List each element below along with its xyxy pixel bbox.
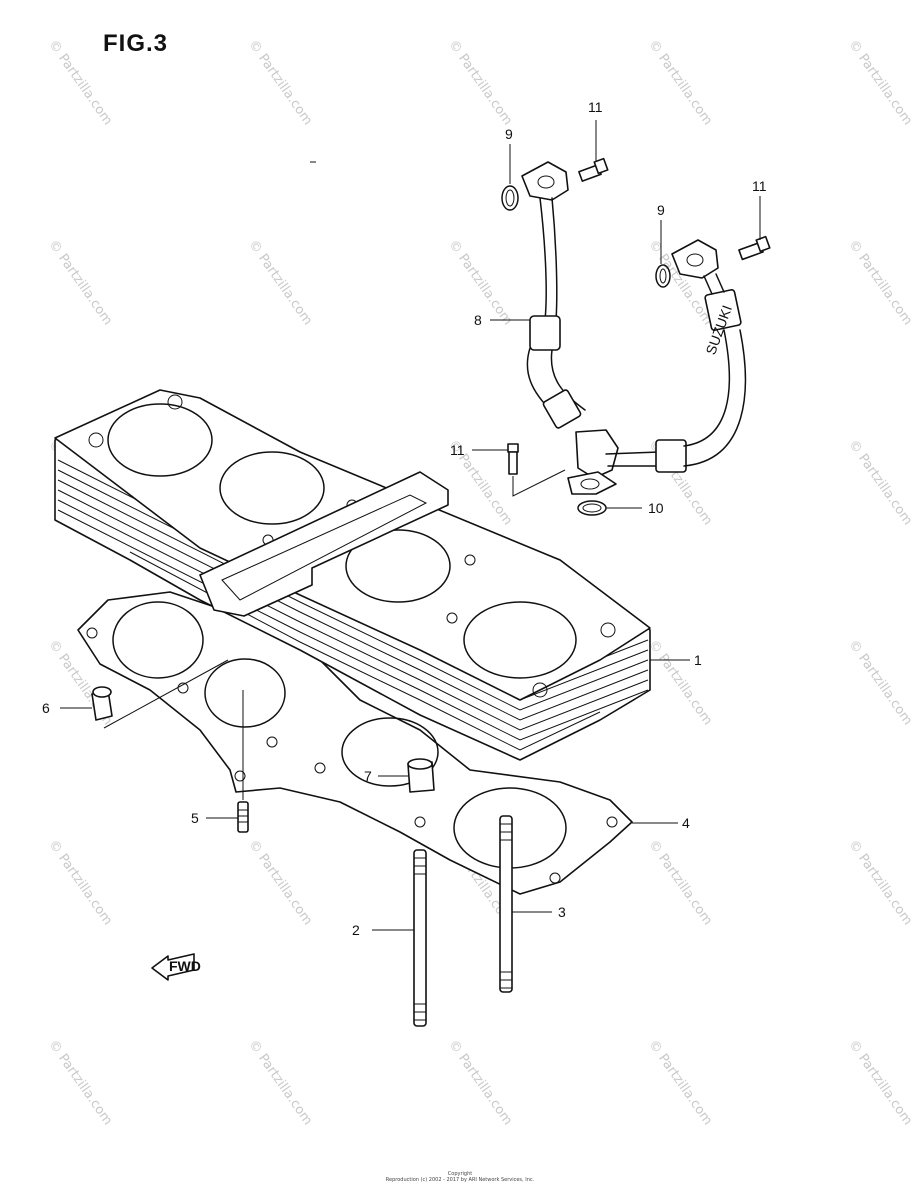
watermark-text: © Partzilla.com [245,237,315,328]
callout-4: 4 [682,815,690,831]
callout-3: 3 [558,904,566,920]
cap-6[interactable] [91,686,113,721]
watermark-text: © Partzilla.com [645,837,715,928]
o-ring-9-right[interactable] [655,264,671,288]
watermark-text: © Partzilla.com [245,37,315,128]
watermark-text: © Partzilla.com [845,237,915,328]
watermark-text: © Partzilla.com [845,637,915,728]
callout-7: 7 [364,768,372,784]
bolt-11-tee[interactable] [507,443,519,475]
bolt-11-right[interactable] [738,235,771,261]
dowel-pin-7[interactable] [407,758,435,793]
leader-lines [60,120,761,931]
watermark-text: © Partzilla.com [645,637,715,728]
watermark-text: © Partzilla.com [245,1037,315,1128]
watermark-text: © Partzilla.com [445,1037,515,1128]
callout-8: 8 [474,312,482,328]
stud-2[interactable] [413,849,427,1027]
callout-9-right: 9 [657,202,665,218]
watermark-text: © Partzilla.com [45,1037,115,1128]
watermark-text: © Partzilla.com [45,37,115,128]
cylinder-block[interactable] [54,389,651,761]
watermark-text: © Partzilla.com [45,237,115,328]
figure-title: FIG.3 [103,30,169,57]
watermark-text: © Partzilla.com [845,37,915,128]
callout-10: 10 [648,500,664,516]
watermark-text: © Partzilla.com [245,837,315,928]
o-ring-10[interactable] [577,500,607,516]
callout-1: 1 [694,652,702,668]
watermark-text: © Partzilla.com [845,1037,915,1128]
watermark-text: © Partzilla.com [645,37,715,128]
callout-11-top: 11 [588,99,603,115]
callout-2: 2 [352,922,360,938]
watermark-text: © Partzilla.com [645,1037,715,1128]
callout-5: 5 [191,810,199,826]
copyright-line-2: Reproduction (c) 2002 - 2017 by ARI Netw… [385,1177,535,1183]
bolt-11-top[interactable] [578,157,609,182]
cap-6-leader [103,659,229,729]
oil-hose-assembly[interactable] [521,161,747,495]
bolt-11-tee-leader [512,469,566,497]
copyright-notice: Copyright Reproduction (c) 2002 - 2017 b… [380,1171,540,1183]
copyright-line-1: Copyright [447,1171,473,1177]
stud-3[interactable] [499,815,513,993]
forward-arrow: FWD [151,953,201,981]
callout-11-right: 11 [752,178,767,194]
callout-6: 6 [42,700,50,716]
watermark-text: © Partzilla.com [445,37,515,128]
callout-11-tee: 11 [450,442,465,458]
watermark-text: © Partzilla.com [845,837,915,928]
watermark-text: © Partzilla.com [845,437,915,528]
watermark-text: © Partzilla.com [45,837,115,928]
callout-9-left: 9 [505,126,513,142]
stud-5[interactable] [237,801,249,833]
o-ring-9-left[interactable] [501,185,519,211]
forward-arrow-label: FWD [169,958,201,974]
